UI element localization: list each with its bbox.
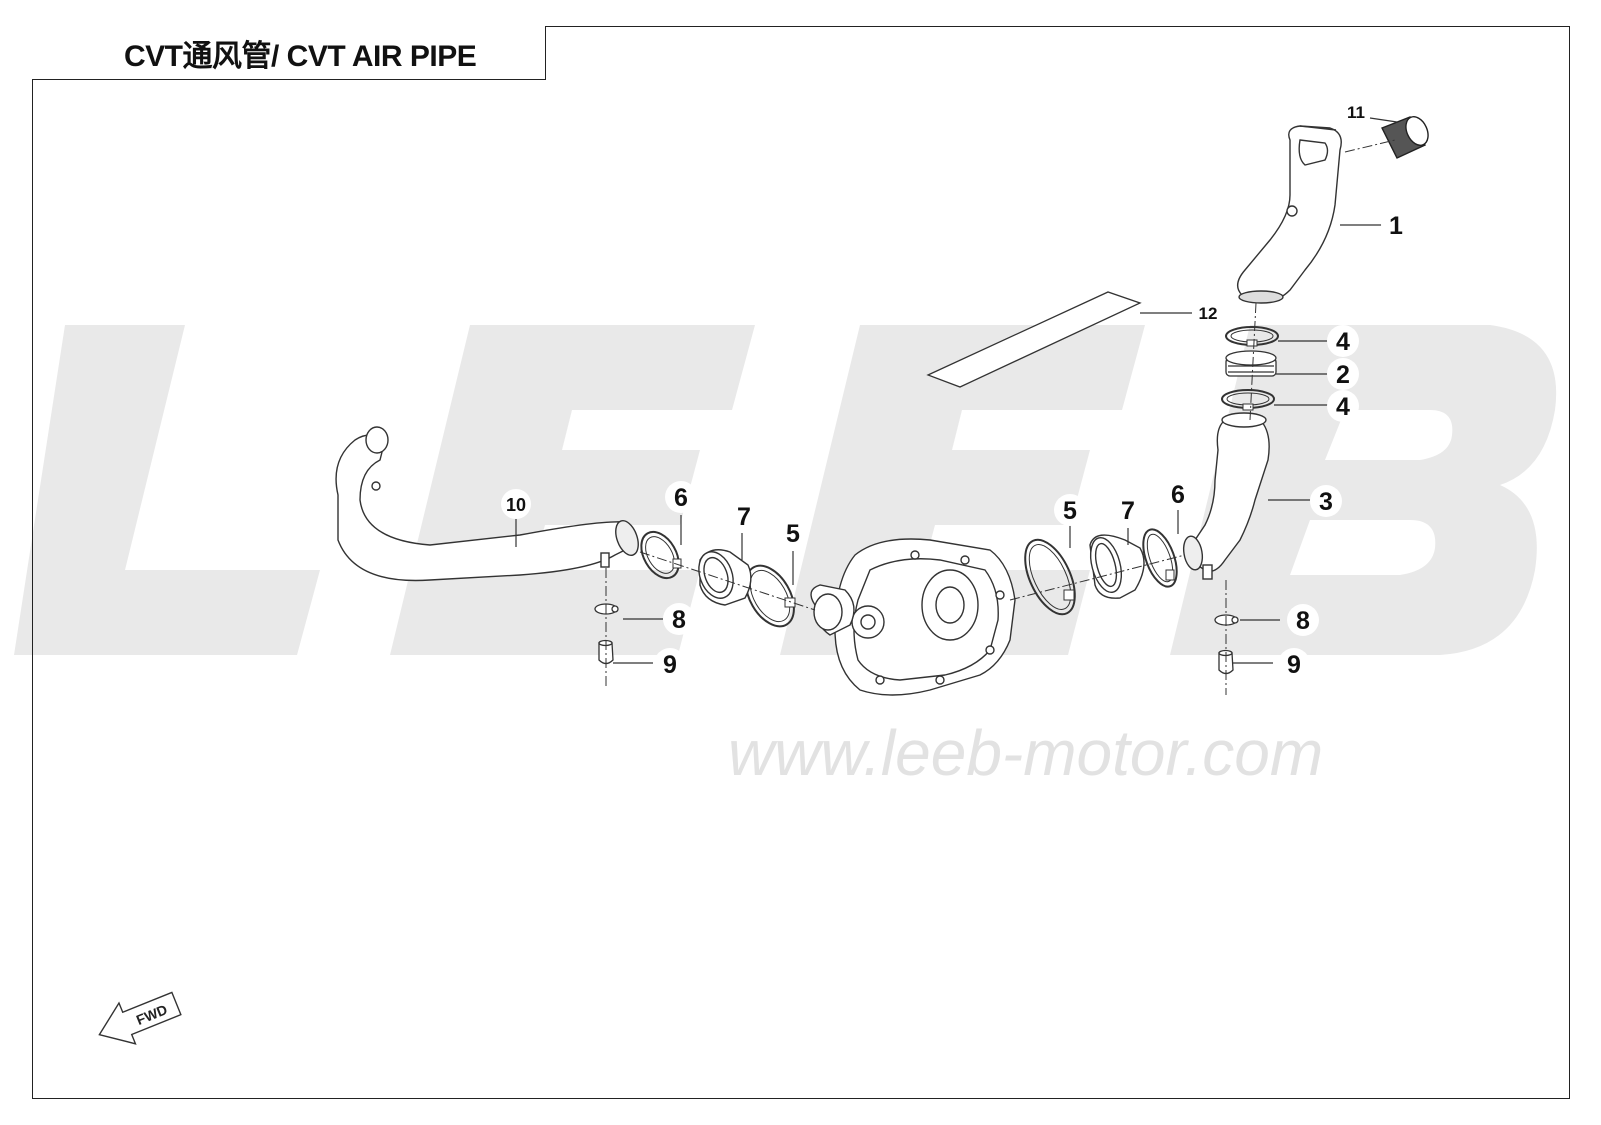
leader-lines [515,117,1398,664]
svg-text:6: 6 [1171,481,1185,509]
svg-text:8: 8 [672,606,686,634]
svg-text:2: 2 [1336,361,1350,389]
svg-text:11: 11 [1347,103,1365,122]
svg-text:9: 9 [1287,651,1301,679]
fwd-arrow-icon: FWD [98,991,182,1045]
page-title: CVT通风管/ CVT AIR PIPE [124,39,477,73]
svg-text:7: 7 [1121,497,1135,525]
callout-8-right: 8 [1287,604,1319,636]
clamp-4-upper [1225,326,1279,347]
pipe-10 [335,426,639,582]
clamp-4-lower [1221,389,1275,411]
callout-4-upper: 4 [1327,325,1359,357]
drawing-frame [32,26,1570,1099]
callout-5-right: 5 [1054,494,1086,526]
svg-text:4: 4 [1336,328,1350,356]
watermark-url: www.leeb-motor.com [728,717,1323,789]
svg-text:10: 10 [506,495,526,515]
sleeve-2 [1225,350,1277,377]
callout-7-right: 7 [1112,494,1144,526]
intake-pipe-1 [1237,125,1342,304]
boot-7-right [1089,534,1145,599]
svg-text:8: 8 [1296,607,1310,635]
svg-text:7: 7 [737,503,751,531]
callout-5-left: 5 [777,517,809,549]
clamp-5-left [745,564,796,628]
svg-text:5: 5 [1063,497,1077,525]
svg-text:9: 9 [663,651,677,679]
assembly-lines [605,139,1396,695]
boot-7-left [698,549,752,606]
clamp-5-right [1024,538,1076,616]
callout-9-right: 9 [1278,648,1310,680]
callout-12: 12 [1195,300,1221,326]
svg-text:1: 1 [1389,212,1403,240]
svg-text:6: 6 [674,484,688,512]
callout-11: 11 [1343,99,1369,125]
svg-text:12: 12 [1199,304,1218,323]
clamp-6-right [1142,528,1178,588]
gasket-sheet-12 [926,291,1142,388]
svg-text:3: 3 [1319,488,1333,516]
callout-9-left: 9 [654,648,686,680]
callouts: 1 2 3 4 4 5 5 6 6 7 7 8 8 9 9 10 11 12 [501,99,1411,680]
pipe-3 [1182,412,1270,580]
clamp-6-left [640,530,682,580]
callout-8-left: 8 [663,603,695,635]
callout-10: 10 [501,489,531,519]
callout-3: 3 [1310,485,1342,517]
callout-4-lower: 4 [1327,390,1359,422]
title-block: CVT通风管/ CVT AIR PIPE [32,26,546,80]
svg-text:4: 4 [1336,393,1350,421]
callout-6-right: 6 [1162,478,1194,510]
svg-text:5: 5 [786,520,800,548]
callout-7-left: 7 [728,500,760,532]
callout-6-left: 6 [665,481,697,513]
callout-1: 1 [1381,210,1411,240]
cvt-cover [810,538,1016,696]
cap-11 [1381,116,1429,159]
callout-2: 2 [1327,358,1359,390]
